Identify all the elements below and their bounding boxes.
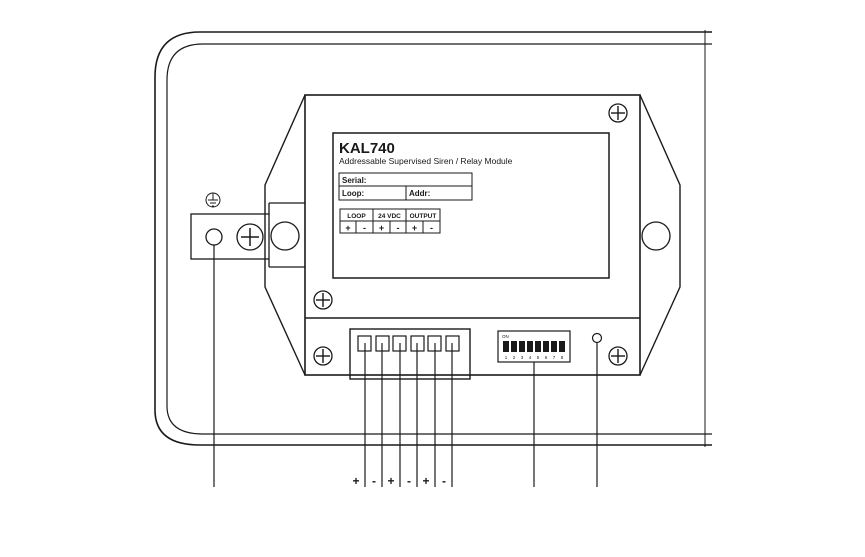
wire-polarity-4: - bbox=[407, 474, 411, 488]
ground-bracket bbox=[190, 202, 305, 268]
dip-number-8: 8 bbox=[561, 355, 564, 360]
terminal-polarity-5: + bbox=[412, 223, 417, 233]
label-panel: KAL740 Addressable Supervised Siren / Re… bbox=[332, 132, 610, 279]
dip-on-label: ON bbox=[502, 334, 509, 339]
screw-top-right-icon bbox=[608, 103, 628, 123]
dip-switch: ON 1 2 3 4 5 6 7 8 bbox=[497, 330, 571, 363]
leader-lines bbox=[213, 245, 598, 487]
dip-levers bbox=[503, 341, 565, 352]
ground-screw-icon bbox=[236, 223, 264, 251]
enclosure bbox=[154, 30, 712, 447]
terminal-polarity-1: + bbox=[345, 223, 350, 233]
module-body bbox=[304, 94, 641, 376]
terminal-group-loop: LOOP bbox=[347, 213, 366, 220]
terminal-polarity-6: - bbox=[430, 223, 433, 233]
screw-mid-left-icon bbox=[313, 290, 333, 310]
dip-number-4: 4 bbox=[529, 355, 532, 360]
screw-bottom-right-icon bbox=[608, 346, 628, 366]
model-title: KAL740 bbox=[339, 140, 395, 157]
wire-polarity-2: - bbox=[372, 474, 376, 488]
module-flange bbox=[264, 94, 681, 376]
ground-hole-icon bbox=[205, 228, 223, 246]
wire-polarity-3: + bbox=[387, 474, 394, 488]
model-subtitle: Addressable Supervised Siren / Relay Mod… bbox=[339, 156, 513, 166]
terminal-group-24vdc: 24 VDC bbox=[378, 213, 401, 220]
dip-number-1: 1 bbox=[505, 355, 508, 360]
dip-number-3: 3 bbox=[521, 355, 524, 360]
earth-ground-icon bbox=[205, 192, 221, 208]
terminal-polarity-2: - bbox=[363, 223, 366, 233]
addr-label: Addr: bbox=[409, 189, 430, 198]
wire-polarity-labels: + - + - + - bbox=[352, 474, 446, 488]
mounting-hole-right-icon bbox=[641, 221, 671, 251]
screw-bottom-left-icon bbox=[313, 346, 333, 366]
mounting-hole-left-icon bbox=[270, 221, 300, 251]
terminal-polarity-4: - bbox=[397, 223, 400, 233]
loop-label: Loop: bbox=[342, 189, 364, 198]
led-indicator bbox=[591, 332, 603, 344]
wire-polarity-6: - bbox=[442, 474, 446, 488]
dip-number-6: 6 bbox=[545, 355, 548, 360]
serial-label: Serial: bbox=[342, 176, 366, 185]
terminal-polarity-3: + bbox=[379, 223, 384, 233]
dip-number-5: 5 bbox=[537, 355, 540, 360]
dip-number-2: 2 bbox=[513, 355, 516, 360]
dip-number-7: 7 bbox=[553, 355, 556, 360]
terminal-group-output: OUTPUT bbox=[410, 213, 437, 220]
wire-polarity-1: + bbox=[352, 474, 359, 488]
wire-polarity-5: + bbox=[422, 474, 429, 488]
